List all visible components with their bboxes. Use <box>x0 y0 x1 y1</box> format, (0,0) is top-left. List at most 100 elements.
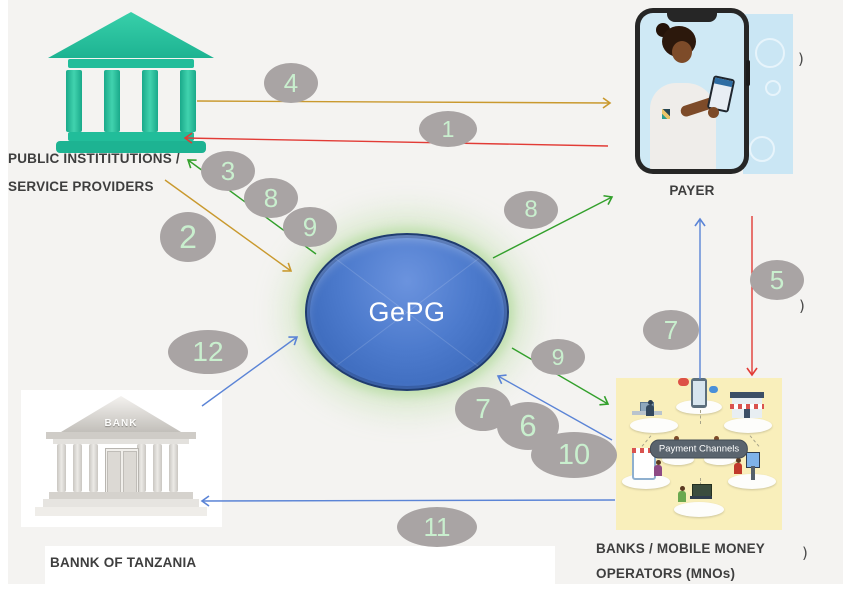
step-badge-9: 9 <box>531 339 585 375</box>
step-badge-8: 8 <box>504 191 558 229</box>
step-badge-10: 10 <box>531 432 617 478</box>
bot-door <box>105 448 139 496</box>
shirt-logo <box>662 109 670 119</box>
arrow-step-1 <box>183 132 609 147</box>
person-body <box>678 491 686 502</box>
bank-base <box>56 141 206 153</box>
step-badge-7: 7 <box>643 310 699 350</box>
step-badge-11: 11 <box>397 507 477 547</box>
platform <box>724 418 772 433</box>
bot-column <box>153 444 162 492</box>
person-head <box>679 486 685 491</box>
bubble-decoration <box>749 136 775 162</box>
step-badge-5: 5 <box>750 260 804 300</box>
chat-bubble-icon <box>709 386 718 393</box>
step-badge-2: 2 <box>160 212 216 262</box>
bot-column <box>57 444 66 492</box>
person-head <box>713 436 719 441</box>
person-figure <box>646 400 654 416</box>
bottom-label-panel <box>45 546 555 597</box>
bank-column <box>142 70 158 132</box>
platform <box>704 454 736 465</box>
institutions-label-line2: SERVICE PROVIDERS <box>8 179 154 194</box>
step-badge-4: 4 <box>264 63 318 103</box>
bubble-decoration <box>755 38 785 68</box>
mnos-label-line1: BANKS / MOBILE MONEY <box>596 541 766 556</box>
stray-parenthesis-artifact: ) <box>802 544 808 562</box>
arrow-step-9 <box>511 347 610 406</box>
person-body <box>654 465 662 476</box>
smartphone-frame <box>635 8 750 174</box>
bot-pediment: BANK <box>61 396 181 432</box>
arrow-step-11 <box>200 495 616 507</box>
person-head <box>673 436 679 441</box>
arrow-step-2 <box>164 179 293 272</box>
bot-step <box>35 507 207 516</box>
platform <box>662 454 694 465</box>
public-institutions-bank-icon <box>48 12 214 154</box>
step-badge-1: 1 <box>419 111 477 147</box>
stray-parenthesis-artifact: ) <box>799 297 805 315</box>
platform <box>728 474 776 489</box>
payer-person-shirt <box>650 83 716 169</box>
bot-column <box>137 444 146 492</box>
payment-channels-image: Payment Channels <box>616 378 782 530</box>
gepg-hub: GePG <box>305 233 509 391</box>
person-body <box>734 463 742 474</box>
bot-door-panel <box>123 451 137 493</box>
left-margin <box>0 0 8 597</box>
person-figure <box>654 460 662 476</box>
mobile-phone-screen <box>693 381 705 405</box>
chat-bubble-icon <box>678 378 689 386</box>
stray-parenthesis-artifact: ) <box>798 50 804 68</box>
platform <box>630 418 678 433</box>
payer-label: PAYER <box>669 183 715 198</box>
person-head <box>655 460 661 465</box>
step-badge-3: 3 <box>201 151 255 191</box>
payer-person-face <box>672 41 692 63</box>
handheld-phone-screen <box>709 77 733 111</box>
bank-roof <box>48 12 214 58</box>
platform <box>674 502 724 517</box>
arrow-step-6 <box>496 374 613 441</box>
bubble-decoration <box>765 80 781 96</box>
step-badge-8: 8 <box>244 178 298 218</box>
person-head <box>735 458 741 463</box>
arrow-step-3 <box>186 159 317 255</box>
bank-of-tanzania-image: BANK <box>21 390 222 527</box>
arrow-step-8 <box>492 194 614 259</box>
mobile-phone-icon <box>691 378 707 408</box>
step-badge-6: 6 <box>497 402 559 450</box>
kiosk-stand <box>751 466 755 480</box>
payer-image <box>635 8 793 174</box>
bot-step <box>43 499 199 507</box>
person-body <box>646 405 654 416</box>
bot-column <box>73 444 82 492</box>
bot-entablature <box>53 439 189 444</box>
bot-label: BANNK OF TANZANIA <box>50 555 197 570</box>
phone-notch <box>667 13 717 22</box>
bot-column <box>89 444 98 492</box>
bot-column <box>169 444 178 492</box>
gepg-label: GePG <box>368 296 446 327</box>
payer-photo-background <box>743 14 793 174</box>
bot-base-band <box>49 492 193 499</box>
laptop-base <box>690 496 712 499</box>
step-badge-9: 9 <box>283 207 337 247</box>
handheld-phone-header <box>714 77 733 88</box>
payment-channels-banner: Payment Channels <box>649 439 749 459</box>
bank-column <box>66 70 82 132</box>
bot-bank-sign: BANK <box>104 418 138 429</box>
store-roof <box>730 392 764 398</box>
bot-door-panel <box>107 451 121 493</box>
tablet-shop-icon <box>632 448 656 480</box>
payer-person-hand <box>708 107 719 118</box>
step-badge-7: 7 <box>455 387 511 431</box>
dashed-connector <box>749 435 760 447</box>
mnos-label-line2: OPERATORS (MNOs) <box>596 566 736 581</box>
bank-column <box>180 70 196 132</box>
person-figure <box>734 458 742 474</box>
storefront-icon <box>730 392 764 418</box>
person-head <box>647 400 653 405</box>
